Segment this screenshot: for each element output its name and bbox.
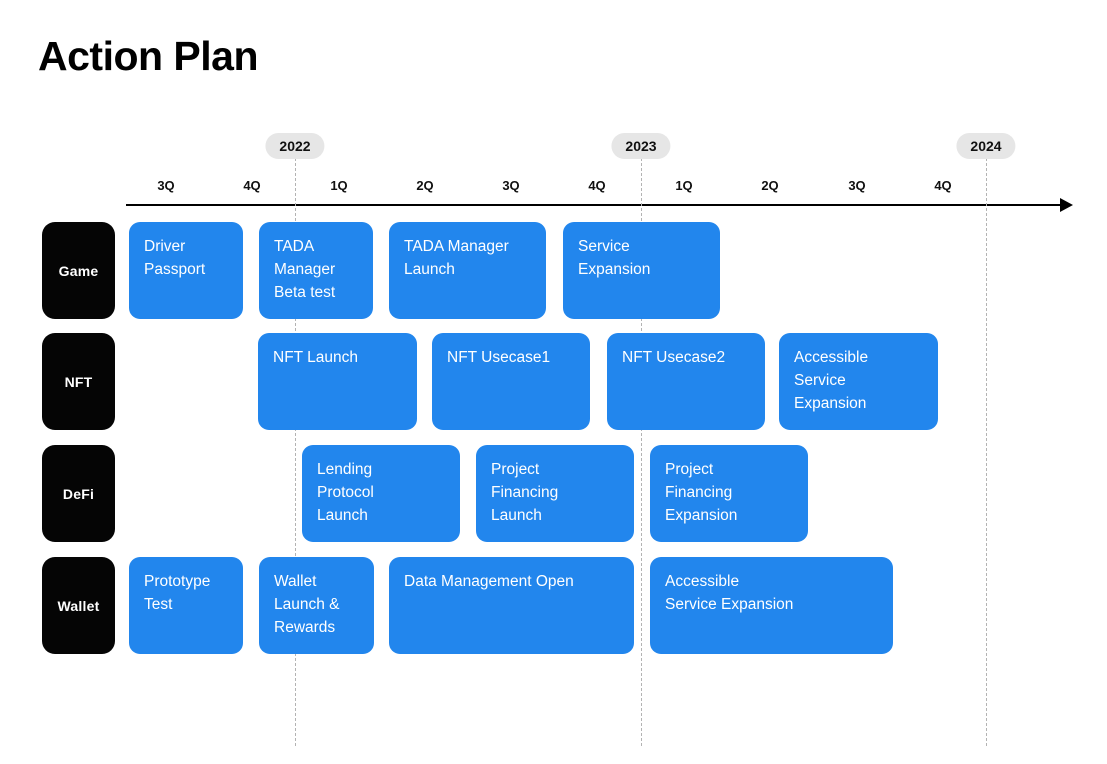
milestone-label-line: Rewards <box>274 619 336 636</box>
milestone-bar[interactable]: NFT Usecase1 <box>432 333 590 430</box>
year-badge: 2024 <box>956 133 1016 159</box>
row-label-defi[interactable]: DeFi <box>42 445 115 542</box>
quarter-label: 3Q <box>848 178 866 193</box>
quarter-label: 3Q <box>157 178 175 193</box>
milestone-label-line: Financing <box>665 484 733 501</box>
row-label-wallet[interactable]: Wallet <box>42 557 115 654</box>
quarter-label: 4Q <box>243 178 261 193</box>
milestone-label-line: Beta test <box>274 284 336 301</box>
milestone-label-line: Financing <box>491 484 559 501</box>
timeline-axis-line <box>126 204 1066 206</box>
quarter-label: 4Q <box>588 178 606 193</box>
year-divider-line <box>295 158 296 746</box>
milestone-label-line: Service <box>578 238 630 255</box>
milestone-label-line: Manager <box>274 261 336 278</box>
milestone-label-line: Expansion <box>665 507 738 524</box>
milestone-label-line: Launch <box>491 507 542 524</box>
milestone-label-line: Passport <box>144 261 206 278</box>
milestone-label-line: NFT Launch <box>273 349 359 366</box>
milestone-label-line: Service <box>794 372 846 389</box>
milestone-label-line: Expansion <box>578 261 651 278</box>
row-label-game[interactable]: Game <box>42 222 115 319</box>
milestone-label-line: Expansion <box>794 395 867 412</box>
milestone-bar[interactable]: NFT Usecase2 <box>607 333 765 430</box>
milestone-label-line: Project <box>491 461 540 478</box>
page-title: Action Plan <box>38 33 259 79</box>
milestone-label-line: Service Expansion <box>665 596 794 613</box>
milestone-label-line: Protocol <box>317 484 374 501</box>
quarter-label: 1Q <box>675 178 693 193</box>
milestone-label-line: Launch & <box>274 596 340 613</box>
milestone-label-line: TADA Manager <box>404 238 509 255</box>
timeline-arrow-icon <box>1060 198 1073 212</box>
year-badge: 2023 <box>611 133 671 159</box>
milestone-label-line: NFT Usecase2 <box>622 349 726 366</box>
milestone-bar[interactable]: NFT Launch <box>258 333 417 430</box>
milestone-label-line: Test <box>144 596 173 613</box>
quarter-label: 2Q <box>416 178 434 193</box>
milestone-label-line: NFT Usecase1 <box>447 349 551 366</box>
quarter-label: 3Q <box>502 178 520 193</box>
milestone-label-line: Launch <box>317 507 368 524</box>
milestone-label-line: TADA <box>274 238 315 255</box>
milestone-label-line: Accessible <box>665 573 740 590</box>
quarter-label: 2Q <box>761 178 779 193</box>
row-label-nft[interactable]: NFT <box>42 333 115 430</box>
year-divider-line <box>986 158 987 746</box>
year-divider-line <box>641 158 642 746</box>
milestone-bar[interactable]: Data Management Open <box>389 557 634 654</box>
milestone-label-line: Driver <box>144 238 186 255</box>
milestone-label-line: Data Management Open <box>404 573 574 590</box>
milestone-label-line: Launch <box>404 261 455 278</box>
year-badge: 2022 <box>265 133 325 159</box>
milestone-label-line: Prototype <box>144 573 211 590</box>
milestone-label-line: Lending <box>317 461 373 478</box>
quarter-label: 1Q <box>330 178 348 193</box>
milestone-label-line: Accessible <box>794 349 869 366</box>
milestone-label-line: Project <box>665 461 714 478</box>
milestone-label-line: Wallet <box>274 573 317 590</box>
quarter-label: 4Q <box>934 178 952 193</box>
